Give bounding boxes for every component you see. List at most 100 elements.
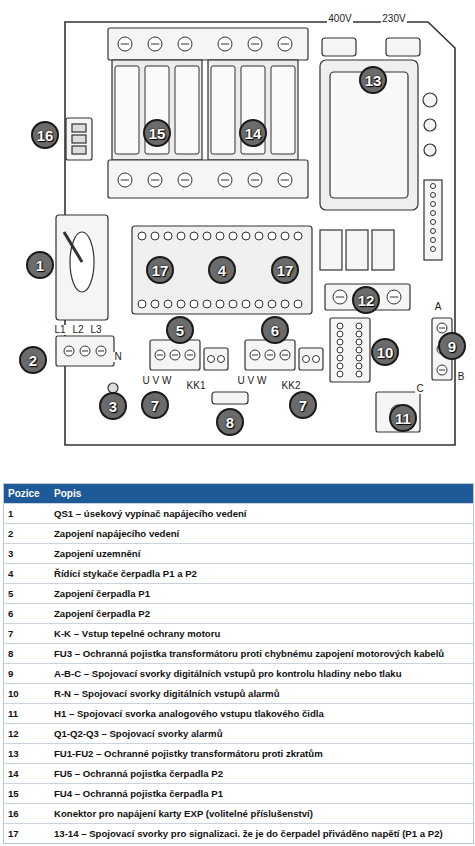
screw-slot: [181, 44, 189, 45]
table-cell: Konektor pro napájení karty EXP (volitel…: [50, 806, 473, 822]
table-cell: A-B-C – Spojovací svorky digitálních vst…: [50, 666, 473, 682]
table-cell: QS1 – úsekový vypínač napájecího vedení: [50, 506, 473, 522]
screw: [164, 300, 172, 308]
board-label: L2: [71, 325, 84, 335]
callout-number: 10: [371, 338, 399, 366]
connector-pin: [72, 124, 86, 132]
table-cell: Řídící stykače čerpadla P1 a P2: [50, 566, 473, 582]
contactor-block: [132, 226, 312, 314]
screw: [431, 184, 436, 189]
board-label: KK2: [281, 381, 302, 391]
table-cell: 1: [4, 506, 50, 522]
transformer: [320, 60, 418, 210]
screw-slot: [390, 297, 398, 298]
screw: [281, 232, 289, 240]
fuse-holder: [175, 66, 199, 154]
screw: [265, 350, 275, 360]
screw: [278, 37, 292, 51]
board-label: L1: [53, 325, 66, 335]
screw: [431, 220, 436, 225]
board-outline: [65, 22, 455, 445]
screw: [356, 355, 362, 361]
table-cell: 10: [4, 686, 50, 702]
connector: [66, 118, 92, 160]
screw-slot: [336, 297, 344, 298]
screw-slot: [181, 180, 189, 181]
capacitor: [424, 119, 436, 131]
table-row: 4Řídící stykače čerpadla P1 a P2: [4, 563, 473, 583]
screw: [255, 232, 263, 240]
screw: [431, 247, 436, 252]
screw: [155, 350, 165, 360]
callout-text: 3: [109, 399, 117, 414]
relay: [346, 230, 368, 270]
capacitor: [424, 144, 436, 156]
table-cell: FU5 – Ochranná pojistka čerpadla P2: [50, 766, 473, 782]
fuse-holder: [211, 66, 235, 154]
table-cell: 6: [4, 606, 50, 622]
screw: [356, 363, 362, 369]
screw-slot: [172, 355, 178, 356]
table-cell: 12: [4, 726, 50, 742]
relay: [320, 230, 342, 270]
callout-number: 8: [216, 408, 244, 436]
table-row: 7K-K – Vstup tepelné ochrany motoru: [4, 623, 473, 643]
table-row: 9A-B-C – Spojovací svorky digitálních vs…: [4, 663, 473, 683]
screw-slot: [267, 355, 273, 356]
board-label: C: [415, 384, 424, 394]
table-cell: 5: [4, 586, 50, 602]
screw-slot: [187, 355, 193, 356]
screw: [148, 173, 162, 187]
screw: [148, 37, 162, 51]
callout-number: 6: [261, 316, 289, 344]
screw: [303, 356, 310, 363]
board-label: L3: [89, 325, 102, 335]
screw: [431, 202, 436, 207]
ground-screw: [108, 383, 118, 393]
callout-circle-shape: [439, 333, 465, 359]
fuse-holder: [145, 66, 169, 154]
screw: [356, 331, 362, 337]
table-cell: K-K – Vstup tepelné ochrany motoru: [50, 626, 473, 642]
table-cell: Popis: [50, 486, 473, 502]
callout-circle-shape: [290, 392, 316, 418]
screw: [242, 232, 250, 240]
screw-slot: [251, 180, 259, 181]
screw-slot: [439, 370, 445, 371]
table-cell: Pozice: [4, 486, 50, 502]
screw: [431, 238, 436, 243]
table-cell: R-N – Spojovací svorky digitálních vstup…: [50, 686, 473, 702]
screw: [216, 232, 224, 240]
callout-circle-shape: [240, 120, 266, 146]
callout-number: 3: [99, 392, 127, 420]
callout-text: 7: [151, 398, 159, 413]
screw: [337, 363, 343, 369]
screw-slot: [157, 355, 163, 356]
input-terminal: [330, 318, 370, 382]
pin-header: [424, 180, 442, 260]
table-cell: 13-14 – Spojovací svorky pro signalizaci…: [50, 826, 473, 842]
screw: [80, 346, 90, 356]
table-row: 11H1 – Spojovací svorka analogového vstu…: [4, 703, 473, 723]
screw: [294, 232, 302, 240]
screw: [178, 173, 192, 187]
fuse-holder: [271, 66, 295, 154]
callout-number: 17: [146, 256, 174, 284]
callout-circle-shape: [167, 317, 193, 343]
callout-number: 4: [208, 256, 236, 284]
table-cell: 7: [4, 626, 50, 642]
screw: [190, 232, 198, 240]
table-cell: FU1-FU2 – Ochranné pojistky transformáto…: [50, 746, 473, 762]
screw: [294, 300, 302, 308]
table-row: 3Zapojení uzemnění: [4, 543, 473, 563]
table-cell: 11: [4, 706, 50, 722]
callout-circle-shape: [217, 409, 243, 435]
screw: [387, 290, 401, 304]
fuse-holder: [115, 66, 139, 154]
table-row: 2Zapojení napájecího vedení: [4, 523, 473, 543]
callout-number: 9: [438, 332, 466, 360]
thermal-terminal: [299, 348, 323, 370]
pump-terminal: [245, 340, 295, 370]
screw: [337, 331, 343, 337]
